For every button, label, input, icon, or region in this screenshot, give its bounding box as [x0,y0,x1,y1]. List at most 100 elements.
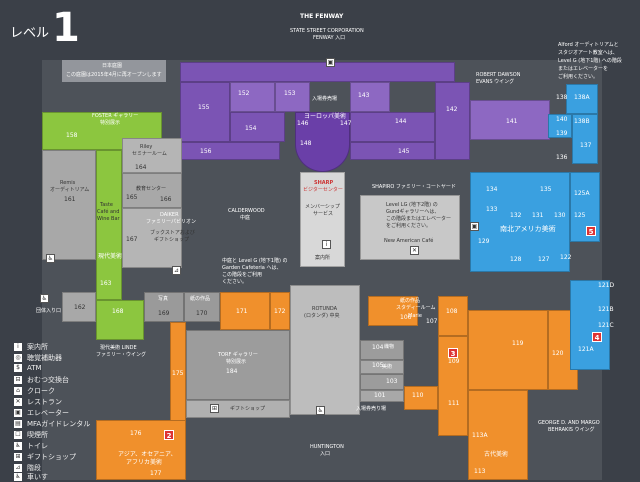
room-129-number: 129 [478,238,490,245]
room-109 [438,336,468,436]
gift-icon: ⊞ [210,404,219,413]
stairs-icon: ⊿ [172,266,181,275]
garden-notice-text: この庭園は2015年4月に再オープンします [66,72,162,78]
textile-art-label: 美術 [382,364,393,370]
room-144-number: 144 [395,118,407,125]
room-109-number: 109 [448,358,460,365]
room-144 [350,112,435,142]
riley-seminar [122,138,182,173]
room-176 [96,420,186,480]
toby-special-label: 特別展示 [226,359,247,365]
ancient-label: 古代美術 [484,451,509,458]
room-138b [548,114,572,138]
level-lg-label-2: Gundギャラリーへは、 [386,209,440,215]
modern-art-area [96,150,122,300]
europe-center [295,112,350,172]
room-119-number: 119 [512,340,524,347]
room-165-number: 165 [126,194,138,201]
room-155-number: 155 [198,104,210,111]
room-121b-number: 121B [598,306,614,313]
modern-art-label: 現代美術 [98,253,123,260]
elevator-icon-2: ▣ [470,222,479,231]
room-104-number: 104 [372,344,384,351]
huntington-entrance-label: 入口 [320,451,331,457]
state-street-label: STATE STREET CORPORATION [290,28,364,34]
room-111-number: 111 [448,400,460,407]
room-143 [350,82,390,112]
room-168-number: 168 [112,308,124,315]
room-141 [470,100,550,140]
remis-label: Remis [60,180,76,186]
huntington-label: HUNTINGTON [310,444,344,450]
room-110-number: 110 [412,392,424,399]
room-156 [180,142,280,160]
room-110 [404,386,438,410]
alford-label-3: Level G (地下1階) への階段 [558,58,622,64]
room-127-number: 127 [538,256,550,263]
room-137 [572,114,598,164]
europe-ticket-label: 入場券売場 [312,96,338,102]
education-center [122,173,182,208]
room-134-number: 134 [486,186,498,193]
badge-4: 4 [592,332,602,342]
guide-rental-icon: ▤ [14,420,22,428]
room-106-number: 106 [400,314,412,321]
room-142-number: 142 [446,106,458,113]
restaurant-icon: ✕ [14,398,22,406]
legend-guide: ▤MFAガイドレンタル [14,420,91,428]
evans-wing-label: EVANS ウイング [476,79,515,85]
room-125a-number: 125A [574,190,590,197]
room-113-number: 113 [474,468,486,475]
legend-atm: $ATM [14,364,42,372]
room-154-number: 154 [245,125,257,132]
room-171-number: 171 [236,308,248,315]
daiker-pavilion [122,208,182,268]
room-184-number: 184 [226,368,238,375]
room-170-number: 170 [196,310,208,317]
room-153 [275,82,310,112]
room-139-number: 139 [556,130,568,137]
room-105 [360,360,404,374]
room-103-number: 103 [386,378,398,385]
riley-label: Riley [140,144,153,150]
info-label: 案内所 [315,255,331,261]
room-121a-number: 121A [578,346,594,353]
calderwood-label: CALDERWOOD [228,208,265,214]
wheelchair-icon: ♿ [14,473,22,481]
room-101 [360,390,404,402]
room-135-number: 135 [540,186,552,193]
restaurant-icon: ✕ [410,246,419,255]
room-121d-number: 121D [598,282,615,289]
room-104 [360,340,404,360]
room-138a [566,84,598,114]
studio-label: 紙の作品 [400,298,421,304]
level-lg-label-4: をご利用ください。 [386,223,432,229]
toby-label: TORF ギャラリー [218,352,258,358]
alford-label-1: Alford オーディトリアムと [558,42,619,48]
rotunda-center-label: (ロタンダ) 中央 [304,313,340,319]
room-170 [184,292,220,322]
visitor-center [300,172,345,267]
room-184 [186,330,290,400]
taste-label-2: Café and [97,209,120,215]
garden-label-4: ください。 [222,279,248,285]
remis-auditorium-label: オーディトリアム [50,187,90,193]
visitor-center-label: ビジターセンター [303,187,343,193]
level-lg-label-3: この階段またはエレベーター [386,216,452,222]
room-138a-number: 138A [574,94,590,101]
room-169-number: 169 [158,310,170,317]
room-120-number: 120 [552,350,564,357]
room-155 [180,82,230,142]
garden-notice-title: 日本庭園 [102,63,123,69]
rotunda [290,285,360,415]
hearing-aid-icon: ◎ [14,354,22,362]
alford-label-5: ご利用ください。 [558,74,599,80]
room-147-number: 147 [340,120,352,127]
room-168 [96,300,144,340]
diaper-icon: ⊟ [14,376,22,384]
rotunda-label: ROTUNDA [312,306,338,312]
room-171 [220,292,270,330]
level-number: 1 [52,5,80,51]
level-lg-label-1: Level LG (地下2階) の [386,202,438,208]
